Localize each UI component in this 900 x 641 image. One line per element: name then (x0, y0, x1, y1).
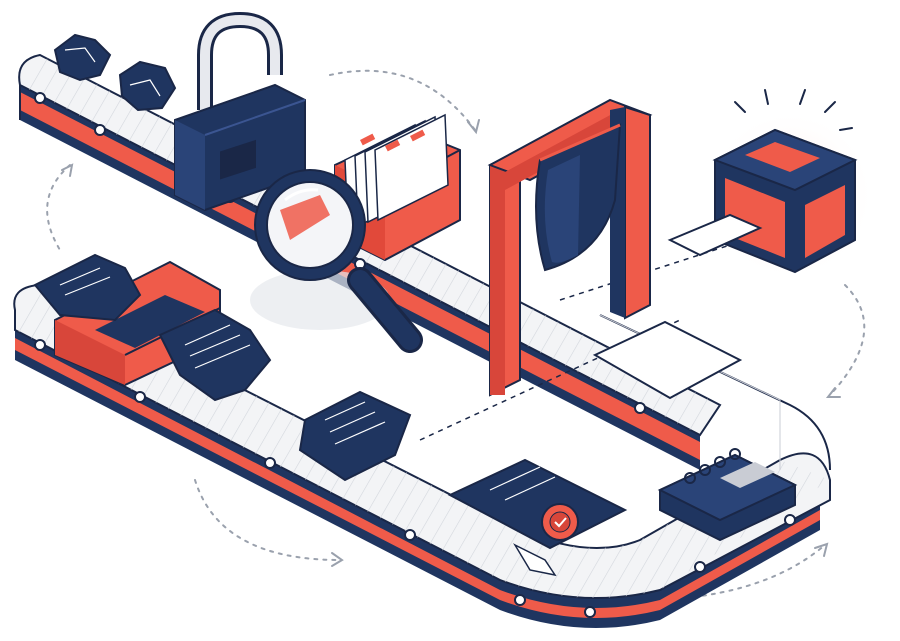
shredded-paper-icon (33, 253, 272, 402)
magnifying-glass-icon (250, 169, 423, 353)
crumpled-paper-icon (53, 33, 177, 112)
shield-gate-icon (487, 98, 653, 397)
flow-arrow-top (329, 69, 476, 131)
document-icon (592, 320, 743, 400)
notebook-icon (657, 448, 798, 542)
flow-arrowhead-top (467, 119, 480, 135)
padlock-icon (174, 11, 306, 212)
document-icon (298, 390, 412, 482)
flow-arrow-left (46, 164, 71, 251)
flow-arrow-bottom (194, 479, 341, 561)
glowing-box-icon (667, 89, 875, 280)
certificate-seal-icon (447, 458, 628, 577)
file-drawer-icon (334, 113, 461, 262)
flow-arrow-right (829, 284, 866, 396)
connector-lines (419, 244, 731, 441)
